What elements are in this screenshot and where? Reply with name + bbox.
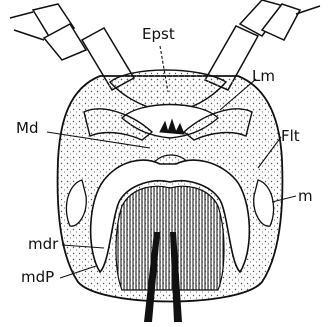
label-m: m (298, 189, 313, 204)
label-epst: Epst (142, 27, 175, 42)
label-md: Md (16, 121, 38, 136)
hatched-cavity (116, 186, 224, 290)
label-flt: Flt (281, 129, 300, 144)
label-mdp: mdP (21, 270, 54, 285)
label-mdr: mdr (28, 237, 58, 252)
label-lm: Lm (252, 69, 275, 84)
